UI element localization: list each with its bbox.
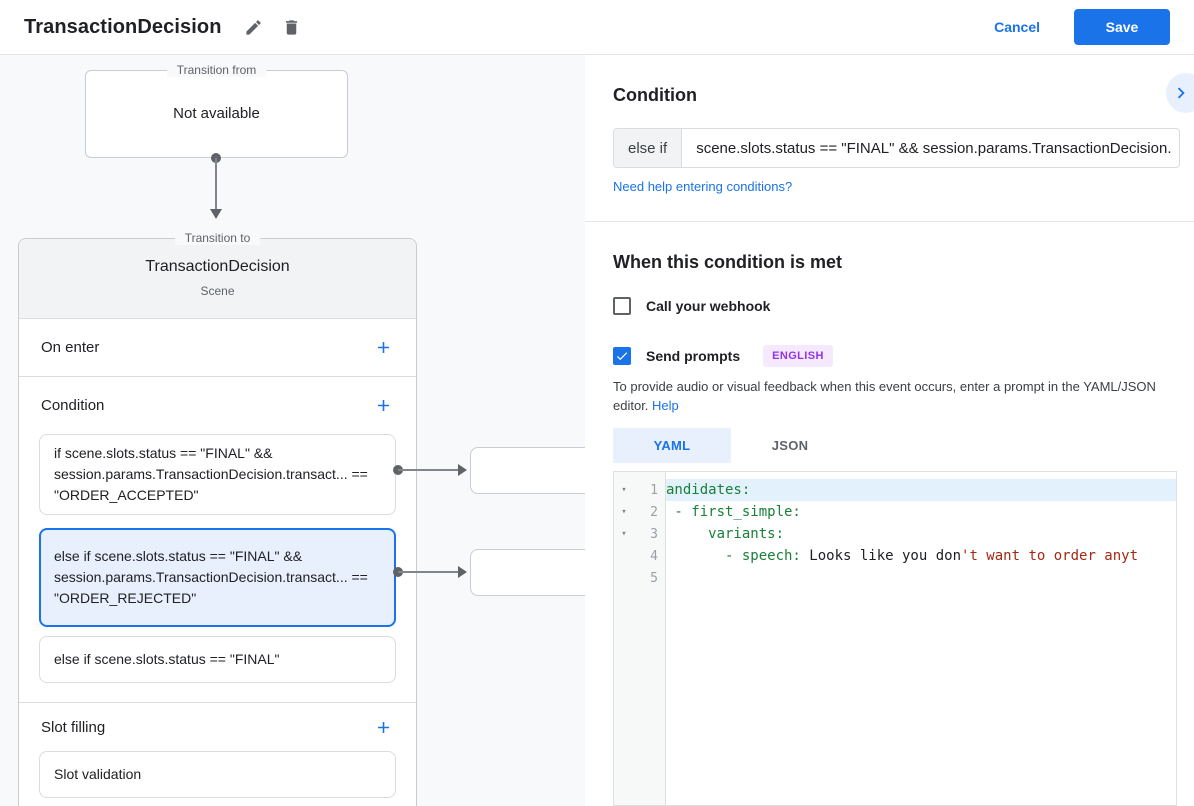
add-condition-button[interactable] [372, 395, 394, 417]
chevron-right-icon [1177, 87, 1185, 99]
delete-scene-button[interactable] [282, 17, 302, 37]
yaml-key: variants: [666, 526, 785, 542]
trash-icon [285, 19, 298, 35]
condition-expression-input[interactable]: scene.slots.status == "FINAL" && session… [696, 139, 1172, 157]
on-enter-label: On enter [41, 339, 100, 356]
fold-arrow-icon[interactable]: ▾ [621, 485, 627, 495]
scene-name: TransactionDecision [145, 258, 290, 275]
editor-code-area[interactable]: andidates: - first_simple: variants: - s… [666, 472, 1176, 805]
webhook-label: Call your webhook [646, 298, 771, 314]
collapse-panel-button[interactable] [1166, 73, 1194, 113]
fold-arrow-icon[interactable]: ▾ [621, 529, 627, 539]
pencil-icon [246, 19, 261, 35]
when-met-heading: When this condition is met [613, 252, 842, 272]
code-line: variants: [666, 523, 1176, 545]
prompt-help-link[interactable]: Help [652, 398, 679, 413]
yaml-key: andidates: [666, 482, 751, 498]
edit-title-button[interactable] [244, 17, 264, 37]
webhook-checkbox[interactable] [613, 297, 631, 315]
save-button[interactable]: Save [1074, 9, 1170, 45]
transition-to-legend: Transition to [174, 231, 261, 245]
code-line: - first_simple: [666, 501, 1176, 523]
plus-icon [377, 399, 389, 412]
line-number: 2 [650, 504, 658, 520]
slot-filling-label: Slot filling [41, 718, 106, 736]
panel-divider [585, 221, 1194, 222]
scene-card-header: TransactionDecision Scene [19, 239, 416, 319]
send-prompts-row[interactable]: Send prompts ENGLISH [613, 345, 833, 367]
add-on-enter-button[interactable] [372, 337, 394, 359]
send-prompts-label: Send prompts [646, 348, 741, 364]
call-webhook-row[interactable]: Call your webhook [613, 297, 770, 315]
flow-canvas: Transition from Not available Transition… [0, 55, 585, 806]
condition-detail-panel: Condition else if scene.slots.status == … [585, 55, 1194, 806]
scene-card: Transition to TransactionDecision Scene … [18, 231, 417, 806]
editor-tabs: YAML JSON [613, 428, 849, 463]
condition-section-label: Condition [41, 397, 105, 414]
app-bar: TransactionDecision Cancel Save [0, 0, 1194, 55]
transition-target-box[interactable] [470, 447, 585, 494]
prompt-help-text: To provide audio or visual feedback when… [613, 377, 1183, 415]
scene-type: Scene [200, 284, 235, 298]
condition-expression-row: else if scene.slots.status == "FINAL" &&… [613, 128, 1180, 168]
fold-arrow-icon[interactable]: ▾ [621, 507, 627, 517]
transition-from-legend: Transition from [166, 63, 267, 77]
line-number: 3 [650, 526, 658, 542]
yaml-code-editor[interactable]: ▾ 1 ▾ 2 ▾ 3 4 5 andidates: - first_simple: … [613, 471, 1177, 806]
on-enter-section: On enter [19, 319, 416, 377]
line-number: 4 [650, 548, 658, 564]
yaml-string: 't want to order anyt [961, 548, 1139, 564]
line-number: 5 [650, 570, 658, 586]
plus-icon [377, 721, 389, 733]
condition-panel-heading: Condition [613, 85, 697, 105]
check-icon [616, 352, 628, 361]
condition-item-rejected-selected[interactable]: else if scene.slots.status == "FINAL" &&… [39, 528, 396, 627]
tab-json[interactable]: JSON [771, 438, 809, 453]
conditions-help-link[interactable]: Need help entering conditions? [613, 179, 793, 194]
prompt-help-body: To provide audio or visual feedback when… [613, 379, 1156, 413]
yaml-key: - speech: [666, 548, 801, 564]
code-line: andidates: [666, 479, 1176, 501]
condition-item-accepted[interactable]: if scene.slots.status == "FINAL" && sess… [39, 434, 396, 515]
yaml-text: Looks like you don [800, 548, 962, 564]
condition-section: Condition if scene.slots.status == "FINA… [19, 377, 416, 703]
slot-filling-section: Slot filling Slot validation [19, 703, 416, 806]
page-title: TransactionDecision [24, 15, 222, 38]
editor-gutter: ▾ 1 ▾ 2 ▾ 3 4 5 [614, 472, 666, 805]
transition-from-node[interactable]: Transition from Not available [85, 63, 348, 158]
code-line: - speech: Looks like you don't want to o… [666, 545, 1176, 567]
transition-target-box[interactable] [470, 549, 585, 596]
send-prompts-checkbox[interactable] [613, 347, 631, 365]
line-number: 1 [650, 482, 658, 498]
cancel-button[interactable]: Cancel [994, 19, 1040, 35]
yaml-key: - first_simple: [666, 504, 801, 520]
plus-icon [377, 341, 389, 354]
condition-operator-label: else if [614, 129, 683, 167]
add-slot-button[interactable] [372, 716, 394, 738]
language-badge: ENGLISH [763, 345, 833, 367]
slot-validation-item[interactable]: Slot validation [39, 751, 396, 798]
transition-from-content: Not available [173, 105, 260, 122]
tab-yaml[interactable]: YAML [613, 428, 731, 463]
code-line [666, 567, 1176, 589]
condition-item-final[interactable]: else if scene.slots.status == "FINAL" [39, 636, 396, 683]
